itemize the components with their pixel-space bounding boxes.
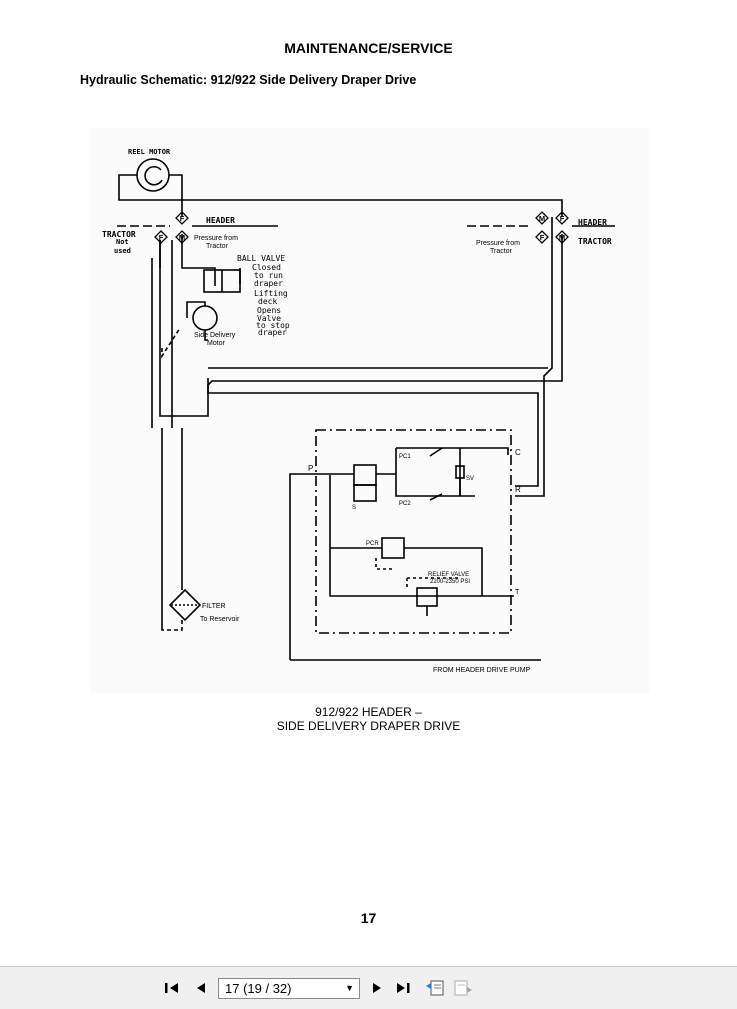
ball-valve-note: to run — [254, 271, 283, 280]
from-pump-label: FROM HEADER DRIVE PUMP — [433, 667, 531, 674]
header-label-right: HEADER — [578, 218, 607, 227]
side-delivery-motor-symbol — [192, 305, 218, 331]
next-page-icon[interactable] — [368, 978, 386, 998]
ball-valve-note: Closed — [252, 263, 281, 272]
tractor-label-right: TRACTOR — [578, 237, 612, 246]
header-label-left: HEADER — [206, 216, 235, 225]
page-number: 17 — [360, 910, 377, 926]
port-r-label: R — [515, 485, 521, 494]
port-c-label: C — [515, 448, 521, 457]
tractor-label-left: TRACTOR — [102, 230, 136, 239]
sv-label: SV — [466, 476, 474, 482]
port-t-label: T — [515, 589, 520, 596]
section-title: MAINTENANCE/SERVICE — [284, 40, 453, 56]
page-number-field[interactable]: 17 (19 / 32) ▼ — [218, 978, 360, 999]
first-page-icon[interactable] — [162, 978, 182, 998]
motor-label: Motor — [207, 340, 226, 347]
viewer-toolbar — [0, 966, 737, 1009]
not-label: Not — [116, 238, 129, 246]
schematic-caption: 912/922 HEADER – SIDE DELIVERY DRAPER DR… — [0, 705, 737, 733]
pc1-label: PC1 — [399, 454, 411, 460]
relief-psi-label: 2200-2350 PSI — [430, 579, 470, 585]
port-p-label: P — [308, 464, 313, 473]
fitting-m-label: M — [559, 233, 565, 242]
back-view-icon[interactable] — [424, 978, 446, 998]
ball-valve-note: to stop — [256, 321, 290, 330]
ball-valve-note: Opens — [257, 306, 281, 315]
tractor-word-right: Tractor — [490, 248, 513, 255]
reel-motor-label: REEL MOTOR — [128, 148, 171, 156]
fitting-f-label: F — [560, 214, 565, 223]
used-label: used — [114, 247, 131, 255]
to-reservoir-label: To Reservoir — [200, 616, 240, 623]
side-delivery-label: Side Delivery — [194, 332, 236, 339]
fitting-f-label: F — [540, 233, 545, 242]
fitting-f-label: F — [159, 233, 164, 242]
previous-page-icon[interactable] — [192, 978, 210, 998]
reel-motor-symbol — [136, 158, 170, 192]
caption-line-2: SIDE DELIVERY DRAPER DRIVE — [276, 719, 461, 733]
hydraulic-schematic: F F M M F F M REEL MOTOR HEADER TRACTOR … — [90, 128, 650, 693]
tractor-word-left: Tractor — [206, 243, 229, 250]
schematic-subtitle: Hydraulic Schematic: 912/922 Side Delive… — [80, 73, 417, 87]
pcr-label: PCR — [366, 541, 379, 547]
page-number-value: 17 (19 / 32) — [225, 981, 292, 996]
ball-valve-label: BALL VALVE — [237, 254, 285, 263]
filter-symbol — [168, 588, 202, 622]
ball-valve-note: deck — [258, 297, 277, 306]
caption-line-1: 912/922 HEADER – — [315, 705, 422, 719]
ball-valve-note: draper — [254, 279, 283, 288]
ball-valve-note: Valve — [257, 314, 281, 323]
relief-valve-label: RELIEF VALVE — [428, 572, 469, 578]
port-s-label: S — [352, 505, 356, 511]
fitting-m-label: M — [179, 233, 185, 242]
filter-label: FILTER — [202, 603, 226, 610]
pressure-from-left: Pressure from — [194, 235, 238, 242]
fitting-m-label: M — [539, 214, 545, 223]
document-page: MAINTENANCE/SERVICE Hydraulic Schematic:… — [0, 40, 737, 926]
forward-view-icon[interactable] — [452, 978, 474, 998]
ball-valve-note: Lifting — [254, 289, 288, 298]
schematic-drawing: F F M M F F M REEL MOTOR HEADER TRACTOR … — [102, 148, 615, 674]
chevron-down-icon[interactable]: ▼ — [345, 983, 354, 993]
ball-valve-note: draper — [258, 328, 287, 337]
pc2-label: PC2 — [399, 501, 411, 507]
last-page-icon[interactable] — [393, 978, 413, 998]
fitting-f-label: F — [180, 214, 185, 223]
pressure-from-right: Pressure from — [476, 240, 520, 247]
